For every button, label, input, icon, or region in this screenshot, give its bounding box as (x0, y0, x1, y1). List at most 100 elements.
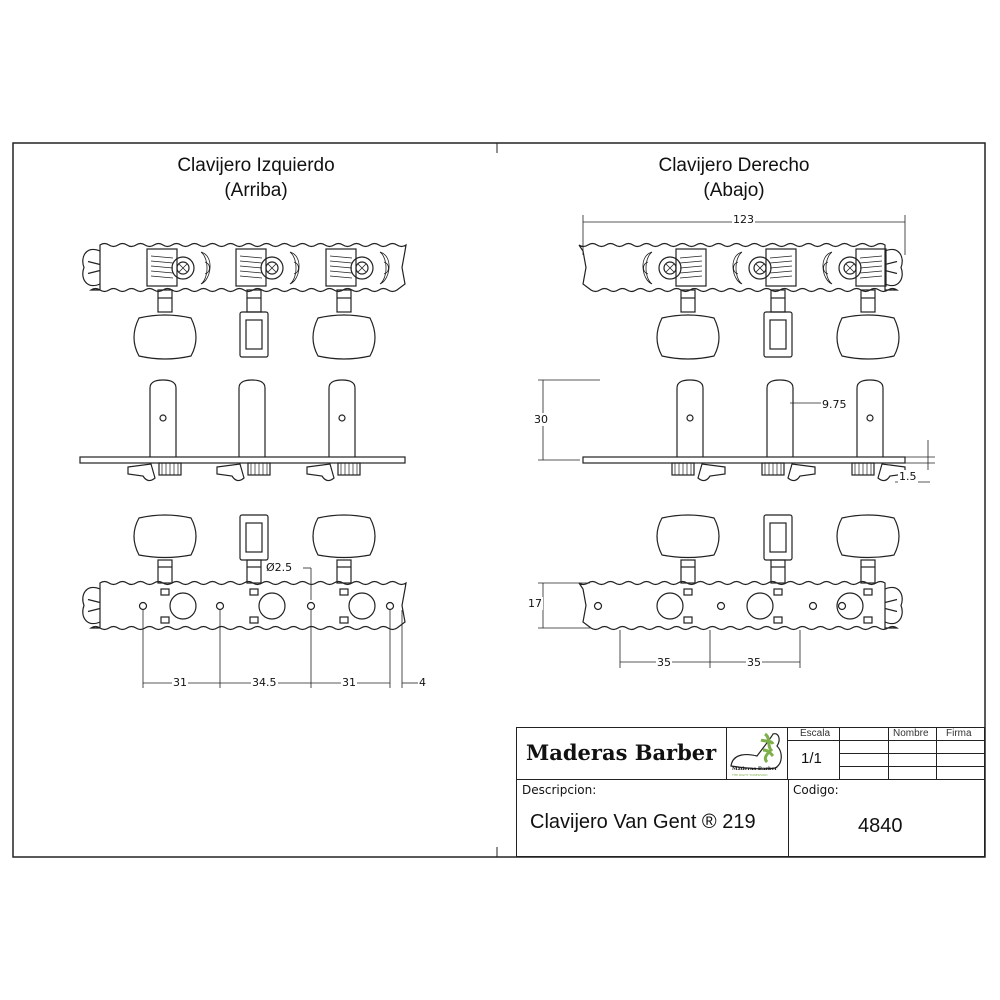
logo-tagline: THE RIGHT TONEWOOD (732, 773, 768, 777)
button-knob (656, 314, 720, 360)
dim-end-offset: 4 (418, 676, 427, 689)
worm-gear-thread (679, 265, 703, 269)
gear-wheel (350, 256, 374, 280)
button-knob (836, 514, 900, 559)
gear-screw (843, 261, 857, 275)
gear-screw (663, 261, 677, 275)
worm-gear-thread (329, 270, 353, 274)
button-knob (312, 314, 376, 360)
worm-gear-thread (859, 265, 883, 269)
side-view-plate (582, 456, 906, 464)
post-hole (836, 592, 864, 620)
post-hole (258, 592, 286, 620)
gear-wheel (260, 256, 284, 280)
button-knob (836, 314, 900, 360)
worm-gear-thread (769, 265, 793, 269)
worm-gear-thread (329, 255, 353, 259)
shaft (770, 289, 786, 313)
string-hole (159, 414, 167, 422)
top-view-plate (89, 242, 407, 293)
worm-gear-thread (150, 270, 174, 274)
worm-gear-thread (769, 260, 793, 264)
gear-screw (265, 261, 279, 275)
dim-hole-diameter: Ø2.5 (265, 561, 294, 574)
button-knob-side (763, 311, 793, 358)
screw-hole (385, 601, 395, 611)
approval-row-2 (839, 753, 985, 767)
shaft (157, 289, 173, 313)
post-hole (746, 592, 774, 620)
gear-screw (753, 261, 767, 275)
screw-hole (808, 601, 818, 611)
rivet (863, 616, 873, 624)
button-knob-bevel (769, 319, 787, 350)
company-name: Maderas Barber (526, 740, 717, 765)
dim-plate-thickness: 1.5 (898, 470, 918, 483)
rivet (683, 616, 693, 624)
plate-lyre-end (82, 248, 101, 287)
tuner-set (79, 242, 407, 631)
shaft (680, 559, 696, 584)
shaft (770, 559, 786, 584)
worm-gear-thread (239, 265, 263, 269)
tuner-set (578, 242, 906, 631)
worm-gear-thread (859, 260, 883, 264)
rivet (160, 588, 170, 596)
ornament-scroll (379, 251, 390, 285)
worm-gear-thread (150, 275, 174, 279)
dim-plate-width: 17 (527, 597, 543, 610)
dim-post-height: 30 (533, 413, 549, 426)
shaft (246, 559, 262, 584)
worm-gear-thread (329, 275, 353, 279)
top-view-plate (578, 242, 899, 293)
scale-label: Escala (800, 728, 831, 739)
ornament-scroll (822, 251, 833, 285)
shaft (860, 289, 876, 313)
worm-gear-thread (769, 270, 793, 274)
worm-gear-thread (329, 260, 353, 264)
screw-cross-icon (845, 263, 855, 273)
button-knob-bevel (769, 522, 787, 553)
string-post (766, 379, 794, 457)
string-post (856, 379, 884, 457)
screw-hole (138, 601, 148, 611)
guitar-logo (730, 732, 782, 770)
plate-lyre-detail (884, 260, 898, 275)
logo-text: Maderas Barber (732, 766, 778, 772)
post-hole (656, 592, 684, 620)
worm-gear-thread (239, 275, 263, 279)
gear-wheel (748, 256, 772, 280)
worm-gear-thread (859, 270, 883, 274)
plate-lyre-end (884, 248, 903, 287)
dim-overall-length: 123 (732, 213, 755, 226)
bushing-tab (697, 463, 726, 482)
sheet-border (12, 142, 986, 858)
shaft (336, 289, 352, 313)
plate-lyre-detail (87, 260, 101, 275)
shaft (336, 559, 352, 584)
name-label: Nombre (893, 728, 929, 739)
screw-hole (306, 601, 316, 611)
string-post (238, 379, 266, 457)
bushing-tab (306, 463, 335, 482)
screw-hole (593, 601, 603, 611)
worm-gear-thread (239, 270, 263, 274)
gear-screw (176, 261, 190, 275)
right-tuner-views (578, 242, 906, 631)
dim-spacing-right-2: 35 (746, 656, 762, 669)
ornament-scroll (289, 251, 300, 285)
rivet (863, 588, 873, 596)
left-view-subtitle: (Arriba) (224, 180, 288, 201)
left-tuner-views (79, 242, 407, 631)
worm-gear-thread (239, 255, 263, 259)
plate-lyre-detail (87, 598, 101, 613)
code-label: Codigo: (793, 783, 839, 797)
worm-gear-thread (150, 265, 174, 269)
dim-screw-spacing-3: 31 (341, 676, 357, 689)
bottom-view-plate (578, 580, 899, 631)
screw-hole (716, 601, 726, 611)
string-post (676, 379, 704, 457)
rivet (773, 616, 783, 624)
description-value: Clavijero Van Gent ® 219 (530, 811, 756, 833)
